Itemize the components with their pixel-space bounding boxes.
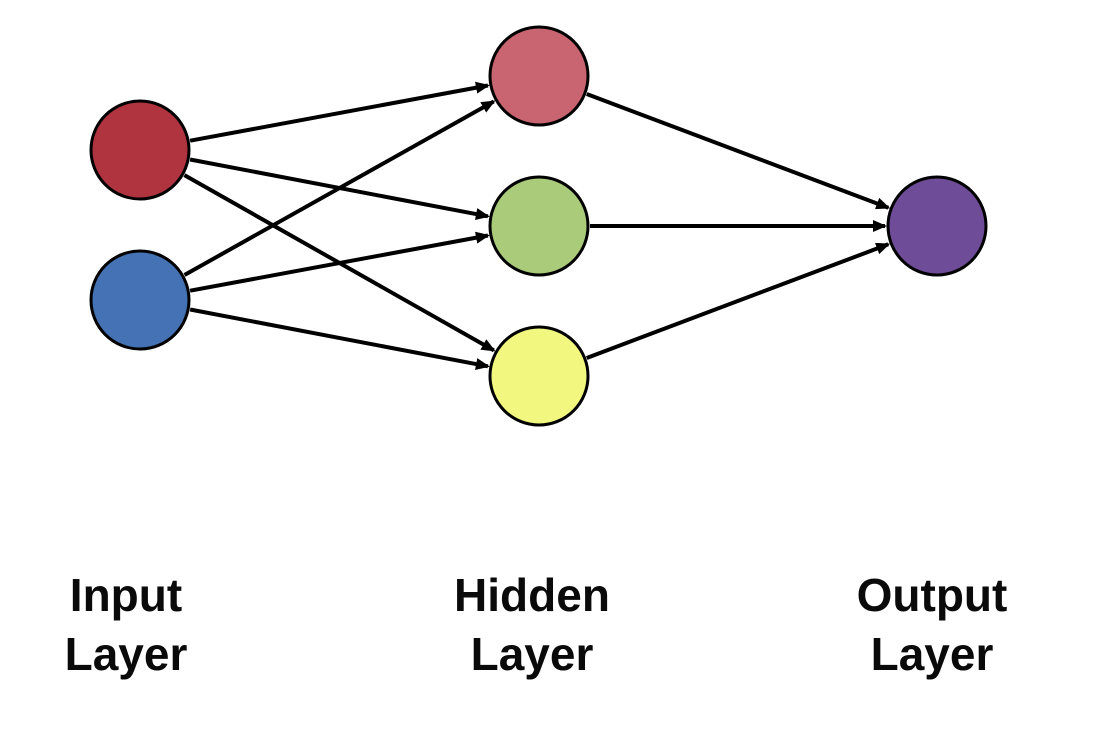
output-layer-label: Output Layer bbox=[812, 566, 1052, 684]
output-label-line-1: Output bbox=[856, 569, 1008, 621]
input-label-line-2: Layer bbox=[64, 628, 188, 680]
edge-input-2-to-hidden-3 bbox=[189, 307, 490, 370]
hidden-label-line-2: Layer bbox=[470, 628, 594, 680]
neurons bbox=[89, 25, 988, 427]
input-label-line-1: Input bbox=[69, 569, 183, 621]
hidden-layer-label: Hidden Layer bbox=[412, 566, 652, 684]
input-2-node bbox=[89, 249, 191, 351]
output-label-line-2: Layer bbox=[870, 628, 994, 680]
output-1-node bbox=[886, 175, 988, 277]
hidden-3-node bbox=[488, 325, 590, 427]
hidden-1-node bbox=[488, 25, 590, 127]
edge-input-2-to-hidden-2 bbox=[189, 231, 490, 293]
edge-input-1-to-hidden-1 bbox=[189, 81, 490, 143]
edge-hidden-1-to-output-1 bbox=[585, 92, 891, 210]
hidden-label-line-1: Hidden bbox=[454, 569, 610, 621]
edge-hidden-3-to-output-1 bbox=[585, 242, 891, 360]
edge-input-2-to-hidden-1 bbox=[183, 99, 496, 277]
input-layer-label: Input Layer bbox=[6, 566, 246, 684]
connections bbox=[183, 81, 891, 370]
input-1-node bbox=[89, 99, 191, 201]
hidden-2-node bbox=[488, 175, 590, 277]
